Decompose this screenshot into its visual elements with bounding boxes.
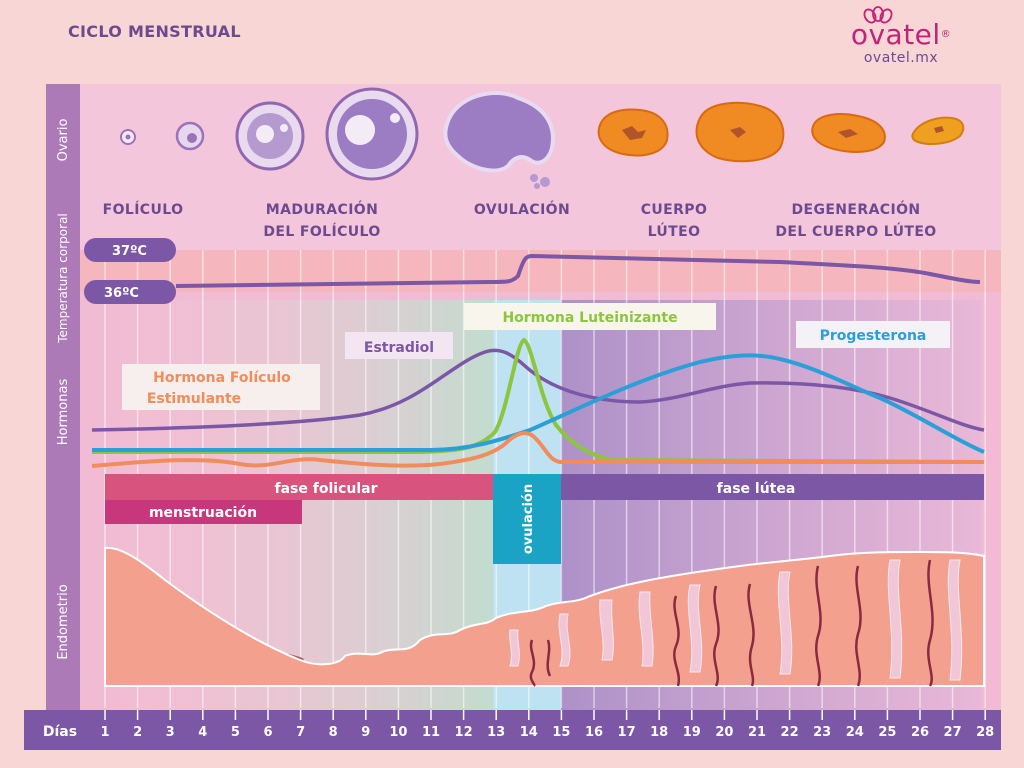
flower-logo-icon [863, 6, 893, 24]
temperature-low-label: 36ºC [104, 286, 139, 301]
day-number: 18 [650, 725, 668, 740]
day-number: 16 [585, 725, 603, 740]
ovary-follicle-maturing [235, 101, 305, 171]
endometrium-spiral-arteries [529, 559, 934, 687]
day-number: 13 [487, 725, 505, 740]
luteal-phase-bar [561, 474, 984, 500]
progesterone-label: Progesterona [820, 328, 927, 344]
day-number: 3 [166, 725, 175, 740]
stage-label-maturation-line2: DEL FOLÍCULO [263, 223, 380, 240]
endometrium-glands [509, 559, 963, 681]
days-label: Días [43, 724, 77, 740]
ovary-ovulation-follicle [443, 91, 555, 189]
day-number: 8 [329, 725, 338, 740]
stage-label-ovulation: OVULACIÓN [474, 200, 570, 218]
day-number: 1 [100, 725, 109, 740]
ovary-corpus-albicans [911, 116, 965, 145]
temperature-high-badge [84, 238, 176, 262]
ovary-follicle-small [120, 129, 136, 145]
day-number: 12 [455, 725, 473, 740]
stage-label-corpus-luteum-line2: LÚTEO [648, 222, 701, 240]
day-number: 14 [520, 725, 538, 740]
left-label-column [46, 84, 80, 744]
temperature-high-label: 37ºC [112, 244, 147, 259]
estradiol-label: Estradiol [364, 340, 434, 356]
temperature-low-badge [84, 280, 176, 304]
menstruation-bar [105, 500, 302, 524]
progesterone-label-box [796, 321, 950, 348]
stage-label-degeneration-line1: DEGENERACIÓN [791, 200, 920, 218]
estradiol-label-box [345, 332, 453, 359]
day-number: 26 [911, 725, 929, 740]
brand-registered-mark: ® [940, 29, 952, 40]
fsh-label-line2: Estimulante [147, 391, 241, 407]
day-number: 10 [389, 725, 407, 740]
fsh-label-line1: Hormona Folículo [153, 370, 291, 386]
day-number: 21 [748, 725, 766, 740]
day-number: 9 [361, 725, 370, 740]
follicular-phase-label: fase folicular [275, 481, 378, 497]
stage-label-follicle: FOLÍCULO [103, 201, 184, 218]
brand-url: ovatel.mx [863, 50, 939, 66]
basal-temperature-line [175, 253, 981, 288]
ovary-corpus-luteum-3 [811, 113, 886, 153]
day-number: 25 [878, 725, 896, 740]
stage-label-degeneration-line2: DEL CUERPO LÚTEO [775, 222, 936, 240]
page-title: CICLO MENSTRUAL [68, 22, 241, 41]
day-number: 17 [618, 725, 636, 740]
luteal-phase-label: fase lútea [717, 481, 796, 497]
day-number: 11 [422, 725, 440, 740]
ovary-corpus-luteum-1 [597, 108, 669, 157]
day-number: 27 [944, 725, 962, 740]
day-number: 4 [198, 725, 207, 740]
day-number: 22 [781, 725, 799, 740]
endometrium-tissue [104, 546, 985, 687]
day-number: 19 [683, 725, 701, 740]
day-number: 7 [296, 725, 305, 740]
ovary-follicle-mature [325, 87, 419, 181]
ovulation-bar [493, 474, 561, 564]
day-axis-bar [24, 710, 1001, 750]
ovary-corpus-luteum-2 [695, 101, 785, 163]
ovary-follicle-growing [175, 121, 205, 151]
brand-logo: ovatel® ovatel.mx [826, 18, 976, 67]
ovulation-bar-label: ovulación [521, 484, 536, 554]
stage-label-corpus-luteum-line1: CUERPO [641, 202, 708, 218]
day-number: 2 [133, 725, 142, 740]
day-number: 20 [715, 725, 733, 740]
brand-name: ovatel [850, 18, 941, 51]
row-label-temperature: Temperatura corporal [56, 213, 70, 344]
day-number: 28 [976, 725, 994, 740]
fsh-label-box [122, 364, 320, 410]
day-number: 24 [846, 725, 864, 740]
row-label-hormones: Hormonas [56, 379, 71, 446]
day-number: 6 [263, 725, 272, 740]
lh-label: Hormona Luteinizante [502, 310, 677, 326]
row-label-ovary: Ovario [56, 119, 71, 162]
stage-label-maturation-line1: MADURACIÓN [266, 200, 378, 218]
day-number: 15 [552, 725, 570, 740]
day-number: 5 [231, 725, 240, 740]
follicular-phase-bar [105, 474, 493, 500]
day-number: 23 [813, 725, 831, 740]
lh-label-box [464, 303, 716, 330]
fsh-curve [91, 431, 984, 468]
menstruation-label: menstruación [149, 505, 257, 521]
row-label-endometrium: Endometrio [56, 584, 71, 659]
